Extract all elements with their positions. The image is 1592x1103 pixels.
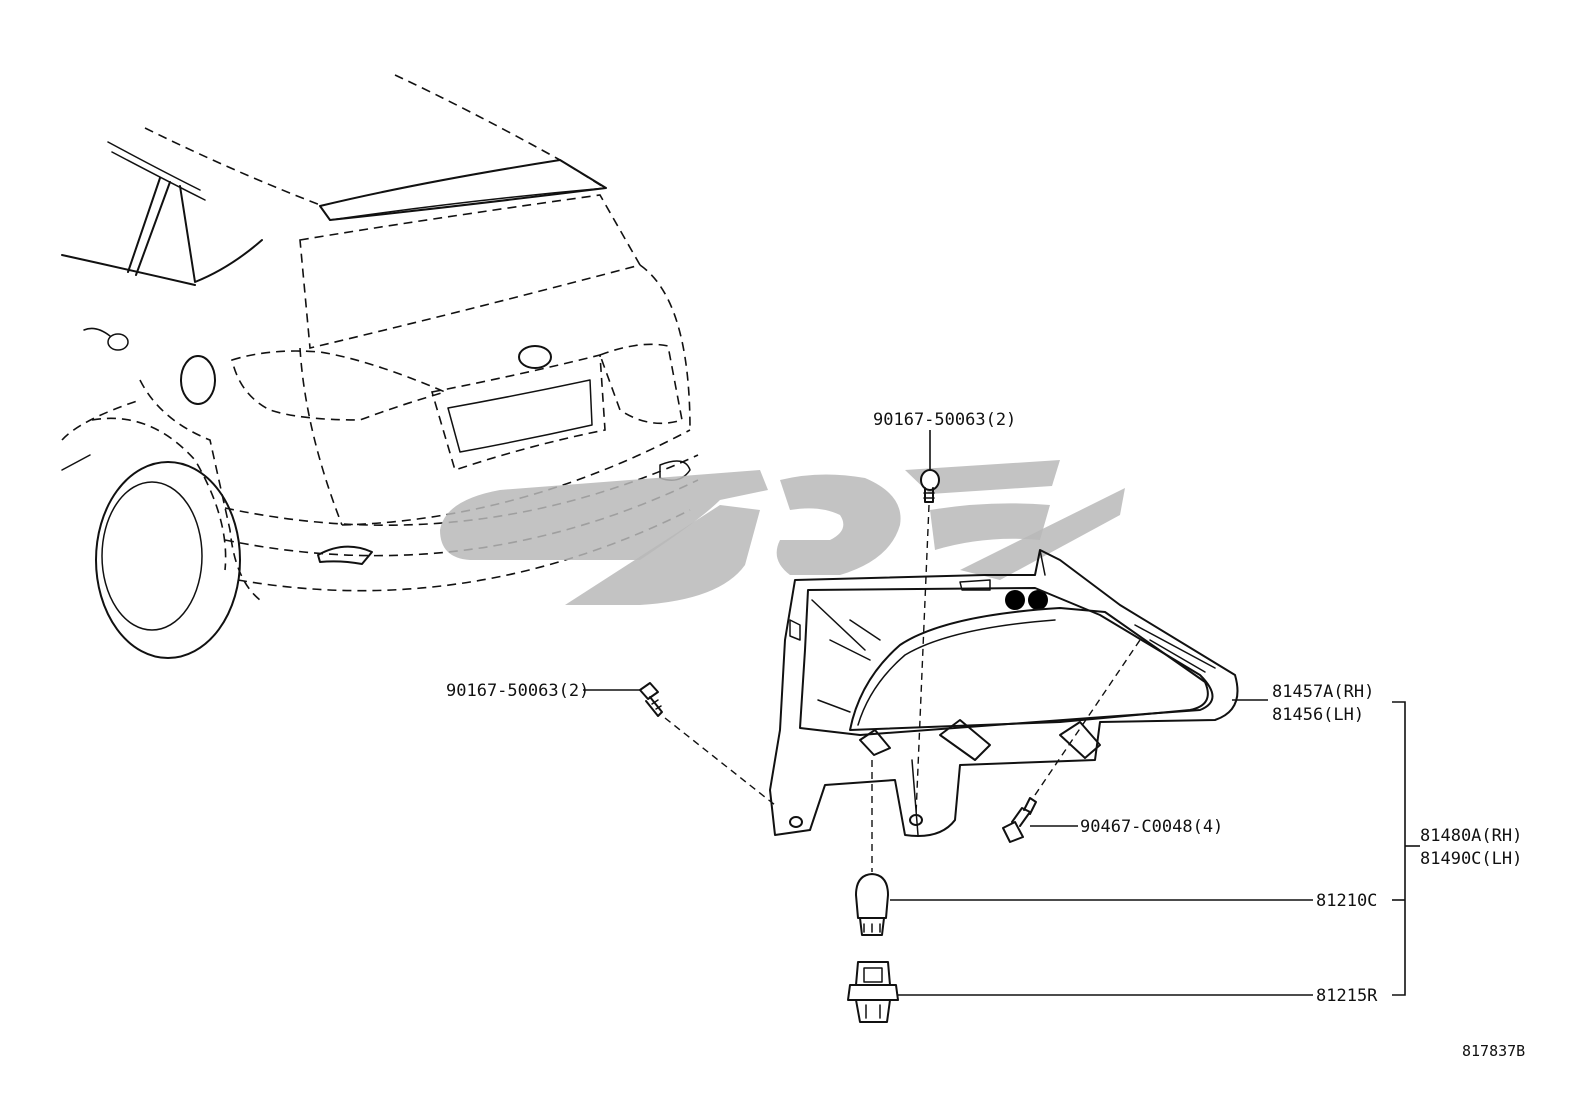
screw-icon <box>639 682 663 717</box>
screw-icon <box>920 469 940 503</box>
clip-guide-line <box>1034 639 1141 796</box>
suv-rear-view-icon <box>61 74 699 659</box>
push-clip-icon <box>1002 797 1037 843</box>
callout-reflector-rh: 81457A(RH) <box>1272 682 1374 702</box>
screw-left-guide-line <box>664 717 776 806</box>
callout-clip: 90467-C0048(4) <box>1080 817 1223 837</box>
figure-code: 817837B <box>1462 1042 1525 1060</box>
callout-assembly-lh: 81490C(LH) <box>1420 849 1522 869</box>
assembly-bracket <box>1392 701 1406 996</box>
bulb-socket-icon <box>847 961 899 1023</box>
callout-reflector-lh: 81456(LH) <box>1272 705 1364 725</box>
callout-socket: 81215R <box>1316 986 1378 1006</box>
callout-assembly-rh: 81480A(RH) <box>1420 826 1522 846</box>
screw-top-guide-line <box>915 504 930 816</box>
callout-screw-left: 90167-50063(2) <box>446 681 589 701</box>
wedge-bulb-icon <box>855 873 889 936</box>
watermark-logo <box>440 460 1125 610</box>
callout-screw-top: 90167-50063(2) <box>873 410 1016 430</box>
rear-fog-lamp-housing-icon <box>769 549 1239 837</box>
callout-bulb: 81210C <box>1316 891 1377 911</box>
